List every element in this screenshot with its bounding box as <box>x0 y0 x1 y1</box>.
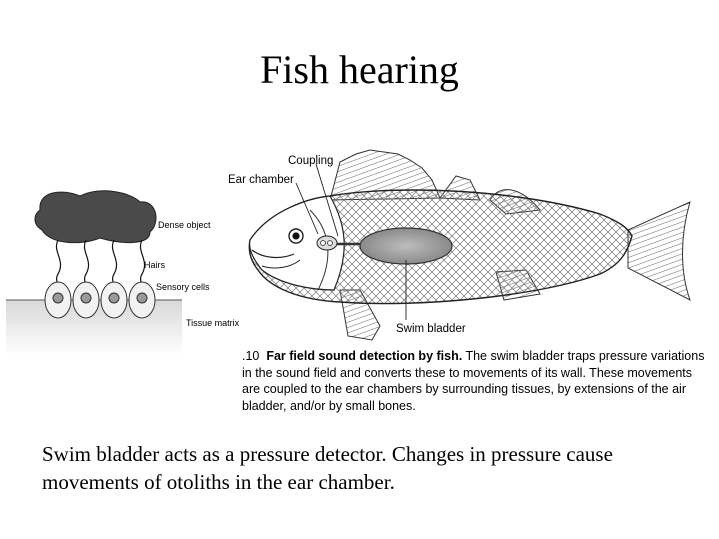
label-sensory-cells: Sensory cells <box>156 282 210 292</box>
fish-mouth <box>251 249 295 259</box>
fish-jaw <box>261 259 301 269</box>
leader-lines <box>295 163 407 320</box>
otolith-organ-diagram: Dense object Hairs Sensory cells Tissue … <box>6 190 240 355</box>
label-tissue-matrix: Tissue matrix <box>186 318 240 328</box>
sensory-cells <box>44 281 156 319</box>
dense-object-shape <box>34 190 157 244</box>
fish-hearing-figure: Dense object Hairs Sensory cells Tissue … <box>0 140 719 420</box>
tail-fin <box>627 201 691 302</box>
label-ear-chamber: Ear chamber <box>228 174 294 186</box>
ear-chamber-shape <box>316 235 338 251</box>
slide-title: Fish hearing <box>260 47 459 92</box>
caption-heading: Far field sound detection by fish. <box>266 349 463 363</box>
figure-illustration: Dense object Hairs Sensory cells Tissue … <box>6 149 691 355</box>
slide-body-text: Swim bladder acts as a pressure detector… <box>42 442 613 494</box>
label-hairs: Hairs <box>144 260 166 270</box>
label-coupling: Coupling <box>288 155 333 167</box>
caption-number: .10 <box>242 349 260 363</box>
figure-caption: .10 Far field sound detection by fish. T… <box>242 348 712 414</box>
label-swim-bladder: Swim bladder <box>396 323 466 335</box>
otolith-2 <box>327 240 333 246</box>
dorsal-fin-spiny <box>329 149 441 201</box>
fish-diagram: Coupling Ear chamber Swim bladder <box>228 149 691 341</box>
swim-bladder-shape <box>359 227 453 265</box>
fish-pupil <box>292 232 300 240</box>
label-dense-object: Dense object <box>158 220 211 230</box>
otolith-1 <box>320 240 326 246</box>
hair-strands <box>55 239 146 293</box>
caption-text: The swim bladder traps pressure variatio… <box>242 349 705 413</box>
